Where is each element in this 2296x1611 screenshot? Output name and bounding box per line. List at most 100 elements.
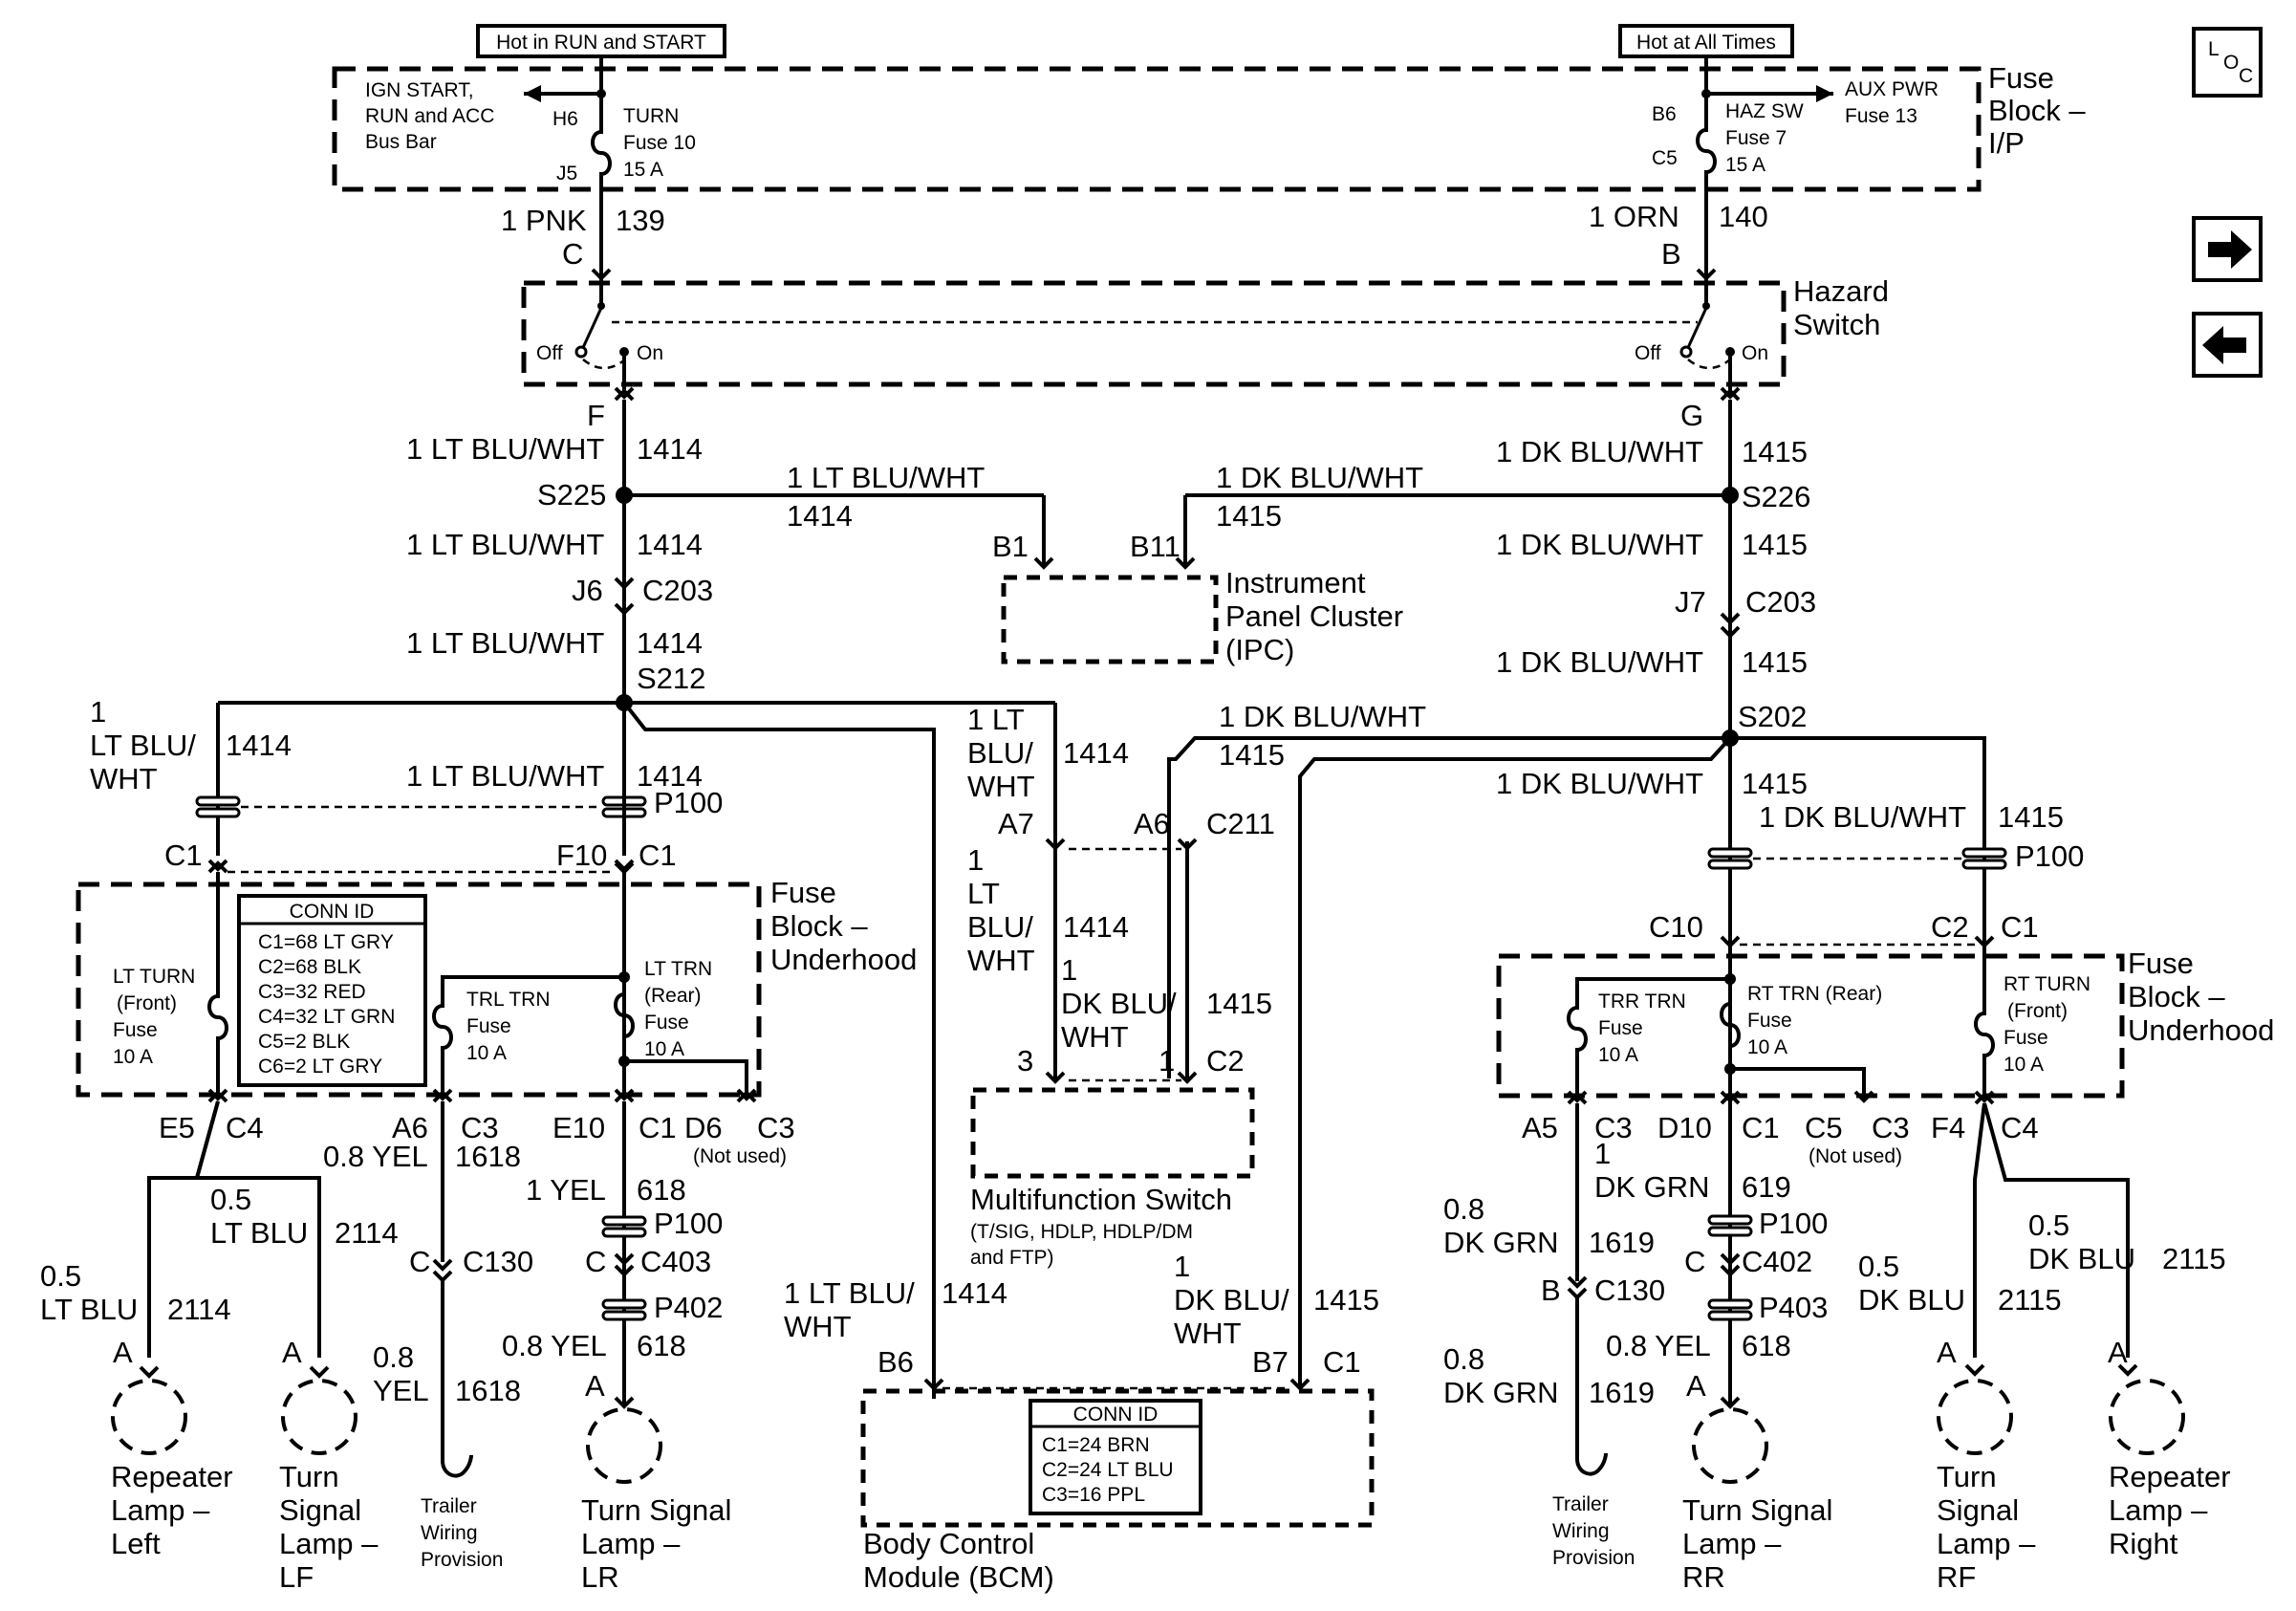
label-left-fuse-area-circ-b: 1414 bbox=[637, 759, 703, 793]
label-right-outputs-repeater-right-1: Lamp – bbox=[2109, 1493, 2208, 1527]
label-right-fuse-area-a5: A5 bbox=[1522, 1111, 1558, 1144]
label-left-outputs-turn-lf-1: Signal bbox=[279, 1493, 361, 1527]
label-right-outputs-w-ttl2-0: 0.8 bbox=[1443, 1342, 1484, 1376]
label-hazard-switch-off-l: Off bbox=[536, 342, 563, 364]
label-right-fuse-area-c2pin: C2 bbox=[1931, 910, 1969, 944]
label-ipc-circ-r: 1415 bbox=[1216, 499, 1282, 533]
label-left-fuse-area-conn-id-title: CONN ID bbox=[290, 901, 375, 923]
label-multifunction-circ-l2: 1414 bbox=[1063, 910, 1129, 944]
label-right-outputs-b-pin: B bbox=[1541, 1274, 1561, 1307]
label-left-fuse-area-trl-trn-1: Fuse bbox=[466, 1015, 511, 1037]
label-fuse-block-ip-aux-1: Fuse 13 bbox=[1845, 105, 1917, 127]
label-fuse-block-ip-c5: C5 bbox=[1652, 147, 1678, 169]
label-left-fuse-area-lt-turn-front-0: LT TURN bbox=[113, 966, 195, 988]
label-bcm-circ-r: 1415 bbox=[1313, 1283, 1379, 1317]
label-left-fuse-area-lt-trn-rear-3: 10 A bbox=[644, 1038, 684, 1060]
label-left-fuse-area-wire-a-1: LT BLU/ bbox=[90, 729, 196, 762]
label-left-outputs-turn-lf-0: Turn bbox=[279, 1460, 339, 1493]
label-right-fuse-area-c2: 1415 bbox=[1998, 800, 2064, 834]
label-wires-top-left-pin: C bbox=[562, 237, 583, 271]
label-left-outputs-c-lr2: 618 bbox=[637, 1329, 686, 1362]
label-page-label-top-left-box: Hot in RUN and START bbox=[496, 32, 706, 54]
label-ipc-title-1: Panel Cluster bbox=[1225, 599, 1403, 633]
label-left-outputs-w-rep-0: 0.5 bbox=[40, 1259, 81, 1293]
label-left-fuse-area-conn-ids-4: C5=2 BLK bbox=[258, 1031, 350, 1053]
label-right-outputs-c-rf: 2115 bbox=[1998, 1283, 2062, 1317]
label-left-outputs-w-rep-1: LT BLU bbox=[40, 1293, 138, 1326]
label-left-fuse-area-wire-a-0: 1 bbox=[90, 695, 106, 729]
label-left-outputs-a1: A bbox=[113, 1336, 133, 1369]
location-icon[interactable]: L O C bbox=[2192, 27, 2263, 98]
label-right-fuse-area-trr-trn-1: Fuse bbox=[1598, 1017, 1643, 1039]
label-left-trunk-c1: 1414 bbox=[637, 432, 703, 466]
label-bcm-conn-id-title: CONN ID bbox=[1073, 1404, 1159, 1426]
label-right-trunk-c3: 1415 bbox=[1742, 645, 1808, 679]
label-bcm-b7: B7 bbox=[1252, 1345, 1289, 1379]
label-left-outputs-c-pin2: C bbox=[585, 1245, 606, 1278]
label-multifunction-c2: C2 bbox=[1206, 1044, 1245, 1078]
label-right-trunk-splice1: S226 bbox=[1742, 480, 1810, 513]
label-right-fuse-area-block-title-0: Fuse bbox=[2128, 947, 2194, 980]
label-left-outputs-c-ttl2: 1618 bbox=[455, 1374, 521, 1407]
label-left-trunk-w2: 1 LT BLU/WHT bbox=[406, 528, 604, 561]
label-right-outputs-c-ttl: 1619 bbox=[1589, 1226, 1655, 1259]
label-multifunction-wire-l2-3: WHT bbox=[967, 944, 1035, 977]
label-left-fuse-area-wire-a-2: WHT bbox=[90, 762, 158, 795]
label-right-fuse-area-rt-trn-rear-2: 10 A bbox=[1747, 1036, 1787, 1058]
label-left-outputs-c130: C130 bbox=[463, 1245, 533, 1278]
label-multifunction-wire-r2-0: 1 bbox=[1061, 953, 1077, 987]
label-bcm-wire-r-2: WHT bbox=[1174, 1317, 1242, 1350]
multifunction-switch: 1 LT BLU/ WHT 1414 1 DK BLU/WHT 1415 A7 … bbox=[967, 700, 1730, 1269]
label-left-outputs-trailer-2: Provision bbox=[421, 1549, 503, 1571]
label-multifunction-subtitle-1: and FTP) bbox=[970, 1247, 1054, 1269]
label-left-fuse-area-conn-ids-0: C1=68 LT GRY bbox=[258, 931, 394, 953]
label-right-trunk-conn-id: C203 bbox=[1745, 585, 1816, 619]
label-left-fuse-area-lt-turn-front-1: (Front) bbox=[117, 992, 177, 1014]
label-multifunction-wire-r2-1: DK BLU/ bbox=[1061, 987, 1177, 1020]
label-left-fuse-area-conn-ids-2: C3=32 RED bbox=[258, 981, 366, 1003]
label-fuse-block-ip-b6: B6 bbox=[1652, 103, 1677, 125]
body-control-module: 1 LT BLU/ WHT 1414 1 DK BLU/ WHT 1415 B6… bbox=[784, 736, 1732, 1594]
label-left-fuse-area-block-title-1: Block – bbox=[770, 909, 868, 943]
label-left-outputs-trailer-1: Wiring bbox=[421, 1522, 478, 1544]
fuse-block-ip: Fuse Block – I/P IGN START, RUN and ACC … bbox=[332, 61, 2086, 192]
label-right-fuse-area-c5: C5 bbox=[1805, 1111, 1843, 1144]
label-multifunction-pin1: 1 bbox=[1159, 1044, 1175, 1078]
label-multifunction-wire-r2-2: WHT bbox=[1061, 1020, 1129, 1054]
label-left-trunk-splice1: S225 bbox=[537, 478, 606, 512]
label-multifunction-title: Multifunction Switch bbox=[970, 1183, 1232, 1216]
label-right-fuse-area-p100: P100 bbox=[2015, 839, 2084, 873]
label-left-outputs-w-rep2-1: LT BLU bbox=[210, 1216, 308, 1250]
label-right-outputs-w-ttl-1: DK GRN bbox=[1443, 1226, 1559, 1259]
label-left-trunk-conn-id: C203 bbox=[642, 574, 713, 607]
label-right-fuse-area-c1b: C1 bbox=[1742, 1111, 1780, 1144]
label-right-outputs-a3: A bbox=[2108, 1336, 2128, 1369]
label-ipc-pin-l: B1 bbox=[992, 530, 1029, 563]
label-right-fuse-area-d10: D10 bbox=[1657, 1111, 1712, 1144]
label-left-fuse-area-trl-trn-0: TRL TRN bbox=[466, 989, 551, 1011]
label-right-outputs-turn-rf-3: RF bbox=[1937, 1560, 1976, 1594]
next-page-icon[interactable] bbox=[2192, 216, 2263, 282]
label-right-fuse-area-rt-trn-rear-0: RT TRN (Rear) bbox=[1747, 983, 1882, 1005]
label-right-fuse-area-rt-turn-front-3: 10 A bbox=[2004, 1054, 2044, 1076]
label-fuse-block-ip-turn-fuse-1: Fuse 10 bbox=[623, 132, 696, 154]
label-right-outputs-a1: A bbox=[1686, 1369, 1706, 1403]
label-bcm-wire-r-0: 1 bbox=[1174, 1250, 1190, 1283]
label-left-outputs-repeater-left-0: Repeater bbox=[111, 1460, 233, 1493]
label-right-trunk-c2: 1415 bbox=[1742, 528, 1808, 561]
label-right-trunk-c1: 1415 bbox=[1742, 435, 1808, 468]
label-left-outputs-w-ttl2-1: YEL bbox=[373, 1374, 429, 1407]
label-right-outputs-w-ttl2-1: DK GRN bbox=[1443, 1376, 1559, 1409]
label-right-outputs-c130: C130 bbox=[1594, 1274, 1665, 1307]
label-bcm-circ-l: 1414 bbox=[942, 1276, 1007, 1310]
instrument-panel-cluster: 1 LT BLU/WHT 1414 1 DK BLU/WHT 1415 B1 B… bbox=[624, 461, 1730, 666]
label-wires-top-left-wire: 1 PNK bbox=[501, 204, 587, 237]
previous-page-icon[interactable] bbox=[2192, 312, 2263, 378]
label-multifunction-wire-top: 1 DK BLU/WHT bbox=[1219, 700, 1426, 733]
label-left-trunk-w3: 1 LT BLU/WHT bbox=[406, 626, 604, 660]
right-trunk: 1 DK BLU/WHT 1415 S226 1 DK BLU/WHT 1415… bbox=[1496, 400, 1816, 1405]
label-left-fuse-area-block-title-0: Fuse bbox=[770, 876, 836, 909]
label-right-fuse-area-rt-turn-front-0: RT TURN bbox=[2004, 973, 2090, 995]
label-page-label-top-right-box: Hot at All Times bbox=[1636, 32, 1776, 54]
